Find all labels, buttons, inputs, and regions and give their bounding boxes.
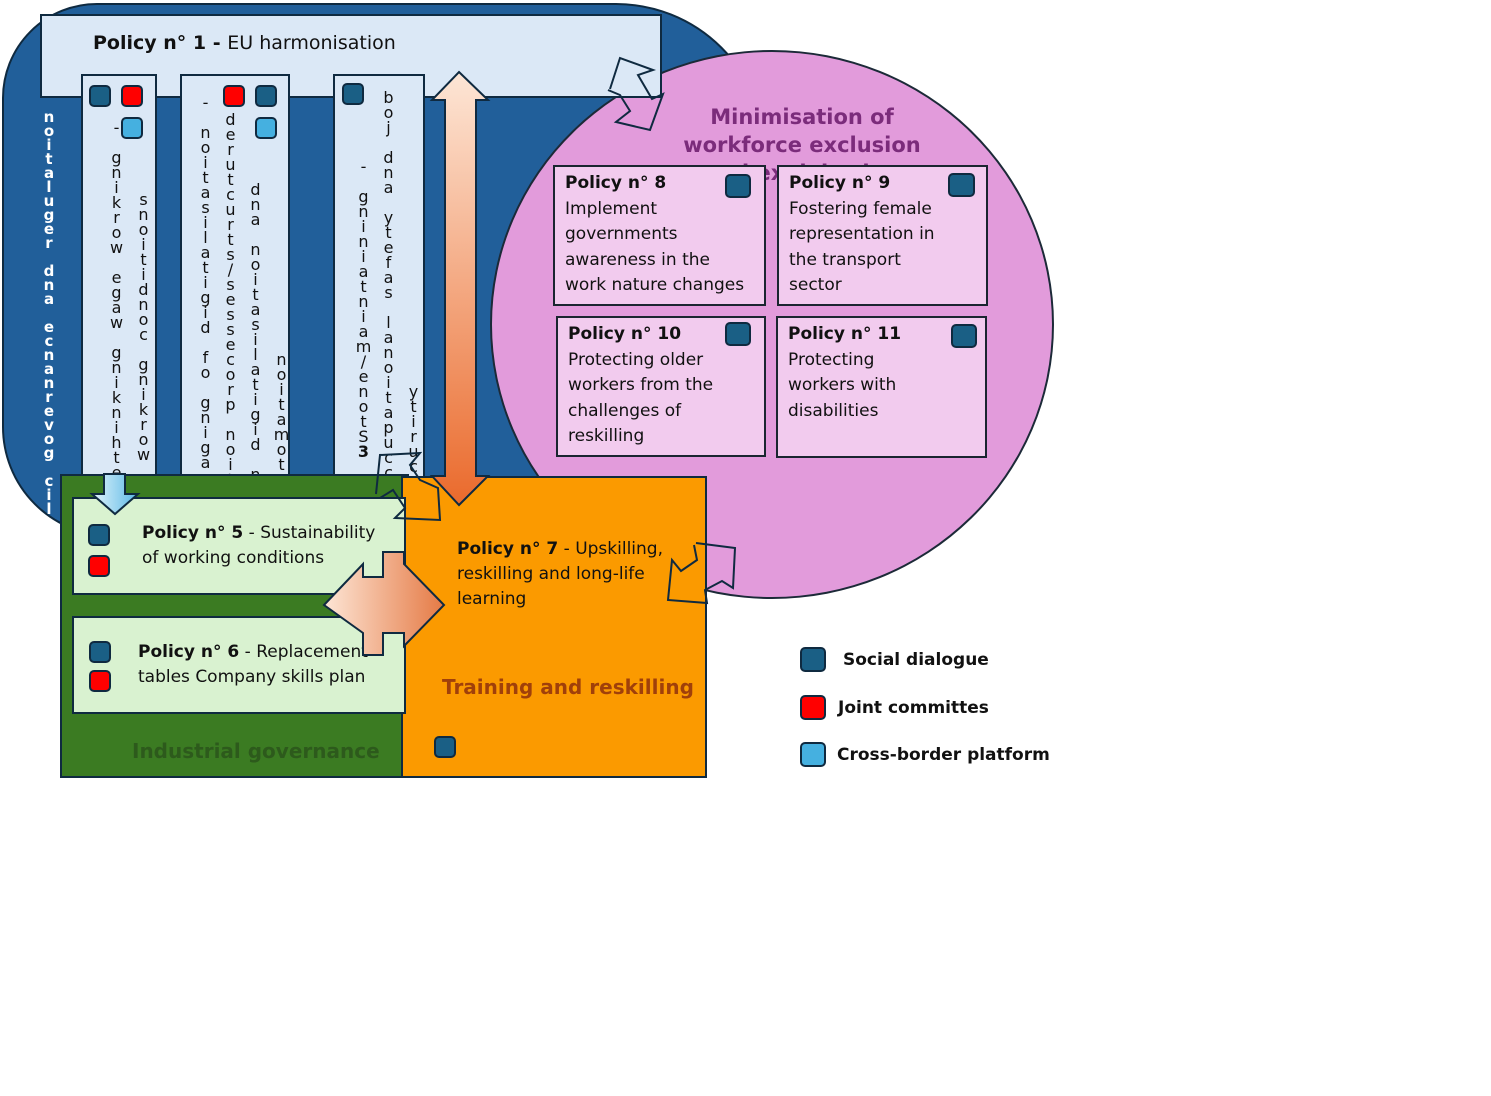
legend-label-joint-committees: Joint committes [838,698,989,718]
horizontal-double-arrow-icon [322,551,446,656]
cross-border-platform-square-icon [255,117,277,139]
policy-6-title: Policy n° 6 [138,642,240,662]
policy-6-label: Policy n° 6 - Replacement tables Company… [138,642,368,687]
bent-arrow-icon [666,542,737,605]
social-dialogue-square-icon [342,83,364,105]
policy-4-box [180,74,290,502]
policy-5-title: Policy n° 5 [142,523,244,543]
vertical-double-arrow-icon [429,70,491,507]
industrial-governance-label: Industrial governance [132,739,380,763]
policy-5-label: Policy n° 5 - Sustainability of working … [142,523,376,568]
policy-8-box: Policy n° 8 Implement governments awaren… [553,165,766,306]
policy-6-box [72,616,406,714]
social-dialogue-legend-icon [800,647,826,672]
policy-2-box [81,74,157,502]
social-dialogue-square-icon [89,641,111,663]
social-dialogue-square-icon [725,174,751,198]
joint-committees-square-icon [88,555,110,577]
social-dialogue-square-icon [255,85,277,107]
social-dialogue-square-icon [951,324,977,348]
policy-3-box [333,74,425,498]
training-region [401,476,707,778]
policy-7-label: Policy n° 7 - Upskilling, reskilling and… [457,539,663,609]
social-dialogue-square-icon [948,173,975,197]
policy-3-text-line-3: ytiruces [404,382,423,502]
cross-border-platform-square-icon [121,117,143,139]
policy-10-title: Policy n° 10 [568,324,682,344]
joint-committees-square-icon [223,85,245,107]
social-dialogue-square-icon [88,524,110,546]
legend-label-cross-border-platform: Cross-border platform [837,745,1050,765]
public-governance-label: noitaluger dna ecnanrevog cilbuP [40,108,58,556]
training-label: Training and reskilling [442,675,694,699]
policy-10-box: Policy n° 10 Protecting older workers fr… [556,316,766,457]
social-dialogue-square-icon [89,85,111,107]
social-dialogue-square-icon [434,736,456,758]
policy-9-title: Policy n° 9 [789,173,891,193]
policy-8-title: Policy n° 8 [565,173,667,193]
policy-1-label: Policy n° 1 - EU harmonisation [93,32,396,54]
policy-11-title: Policy n° 11 [788,324,902,344]
legend-label-social-dialogue: Social dialogue [843,650,989,670]
policy-1-title: Policy n° 1 [93,32,207,54]
bent-arrow-icon [607,56,665,132]
joint-committees-square-icon [121,85,143,107]
down-arrow-icon [89,473,141,516]
social-dialogue-square-icon [725,322,751,346]
policy-7-title: Policy n° 7 [457,539,559,559]
bent-arrow-icon [375,451,442,522]
policy-4-text-line-4: noitamotua [272,350,291,500]
joint-committees-square-icon [89,670,111,692]
policy-1-desc: EU harmonisation [227,32,396,54]
cross-border-platform-legend-icon [800,742,826,767]
joint-committees-legend-icon [800,695,826,720]
